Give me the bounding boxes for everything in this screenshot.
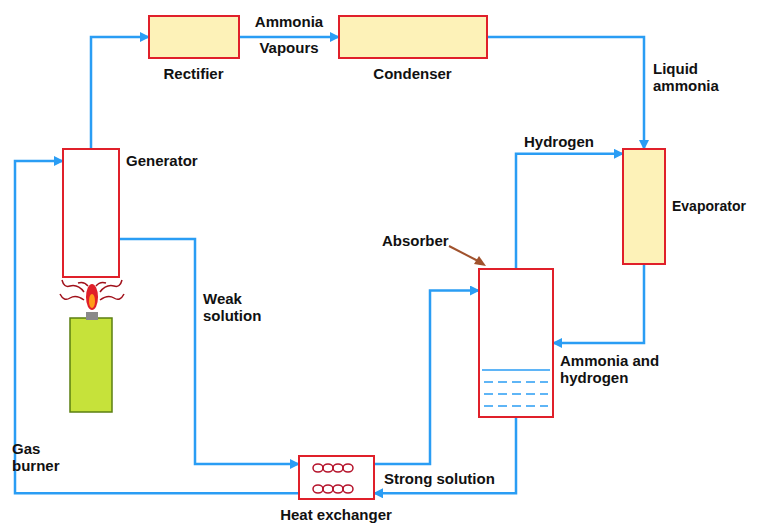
coil-loop bbox=[313, 464, 323, 472]
liquid-line bbox=[484, 393, 548, 395]
coil-loop bbox=[333, 464, 343, 472]
leader-line bbox=[449, 246, 480, 262]
flow-pipe bbox=[15, 161, 298, 493]
flow-pipe bbox=[91, 37, 148, 148]
flow-label: Hydrogen bbox=[524, 133, 594, 150]
box-label: Evaporator bbox=[672, 198, 746, 214]
flame bbox=[86, 284, 98, 310]
heat-wave bbox=[60, 294, 84, 300]
box-label: Generator bbox=[126, 152, 198, 169]
leader-head bbox=[474, 256, 486, 266]
absorber-liquid bbox=[482, 370, 550, 406]
flow-pipe bbox=[554, 265, 644, 343]
flow-label: Strong solution bbox=[384, 470, 495, 487]
flow-pipe bbox=[488, 37, 644, 148]
liquid-surface bbox=[482, 369, 550, 371]
heat-exchanger-coils bbox=[313, 464, 353, 493]
flow-label: Ammonia Vapours bbox=[244, 9, 334, 61]
absorber-pointer bbox=[449, 246, 486, 266]
gas-burner bbox=[60, 280, 124, 412]
flow-label: Liquid ammonia bbox=[653, 60, 725, 95]
burner-body bbox=[70, 318, 112, 412]
flow-pipe bbox=[240, 36, 338, 39]
coil-loop bbox=[323, 485, 333, 493]
flow-label: Weak solution bbox=[203, 290, 273, 325]
coil-loop bbox=[343, 485, 353, 493]
box-label: Rectifier bbox=[163, 65, 223, 82]
flow-label: Ammonia and hydrogen bbox=[560, 352, 670, 387]
heat-wave bbox=[96, 282, 106, 286]
part-label: Gas burner bbox=[12, 440, 72, 475]
coil-loop bbox=[313, 485, 323, 493]
heat-wave bbox=[78, 282, 88, 286]
condenser-box: Condenser bbox=[338, 15, 488, 59]
heat-wave bbox=[100, 294, 124, 300]
flow-pipe bbox=[516, 154, 622, 268]
flow-pipe bbox=[375, 418, 516, 493]
absorber-vessel: Absorber bbox=[478, 268, 554, 418]
coil-loop bbox=[333, 485, 343, 493]
flow-pipe bbox=[120, 239, 298, 464]
burner-nozzle bbox=[86, 312, 98, 320]
heat-exchanger-box: Heat exchanger bbox=[298, 455, 375, 500]
box-label: Absorber bbox=[382, 232, 449, 249]
flame-core bbox=[89, 294, 95, 308]
liquid-line bbox=[484, 405, 548, 407]
coil-loop bbox=[343, 464, 353, 472]
box-label: Heat exchanger bbox=[280, 506, 392, 523]
evaporator-box: Evaporator bbox=[622, 148, 666, 265]
box-label: Condenser bbox=[373, 65, 451, 82]
generator-vessel: Generator bbox=[62, 148, 120, 278]
flow-pipe bbox=[375, 291, 478, 465]
coil-loop bbox=[323, 464, 333, 472]
liquid-line bbox=[484, 381, 548, 383]
rectifier-box: Rectifier bbox=[148, 15, 240, 59]
heat-waves bbox=[60, 280, 124, 300]
